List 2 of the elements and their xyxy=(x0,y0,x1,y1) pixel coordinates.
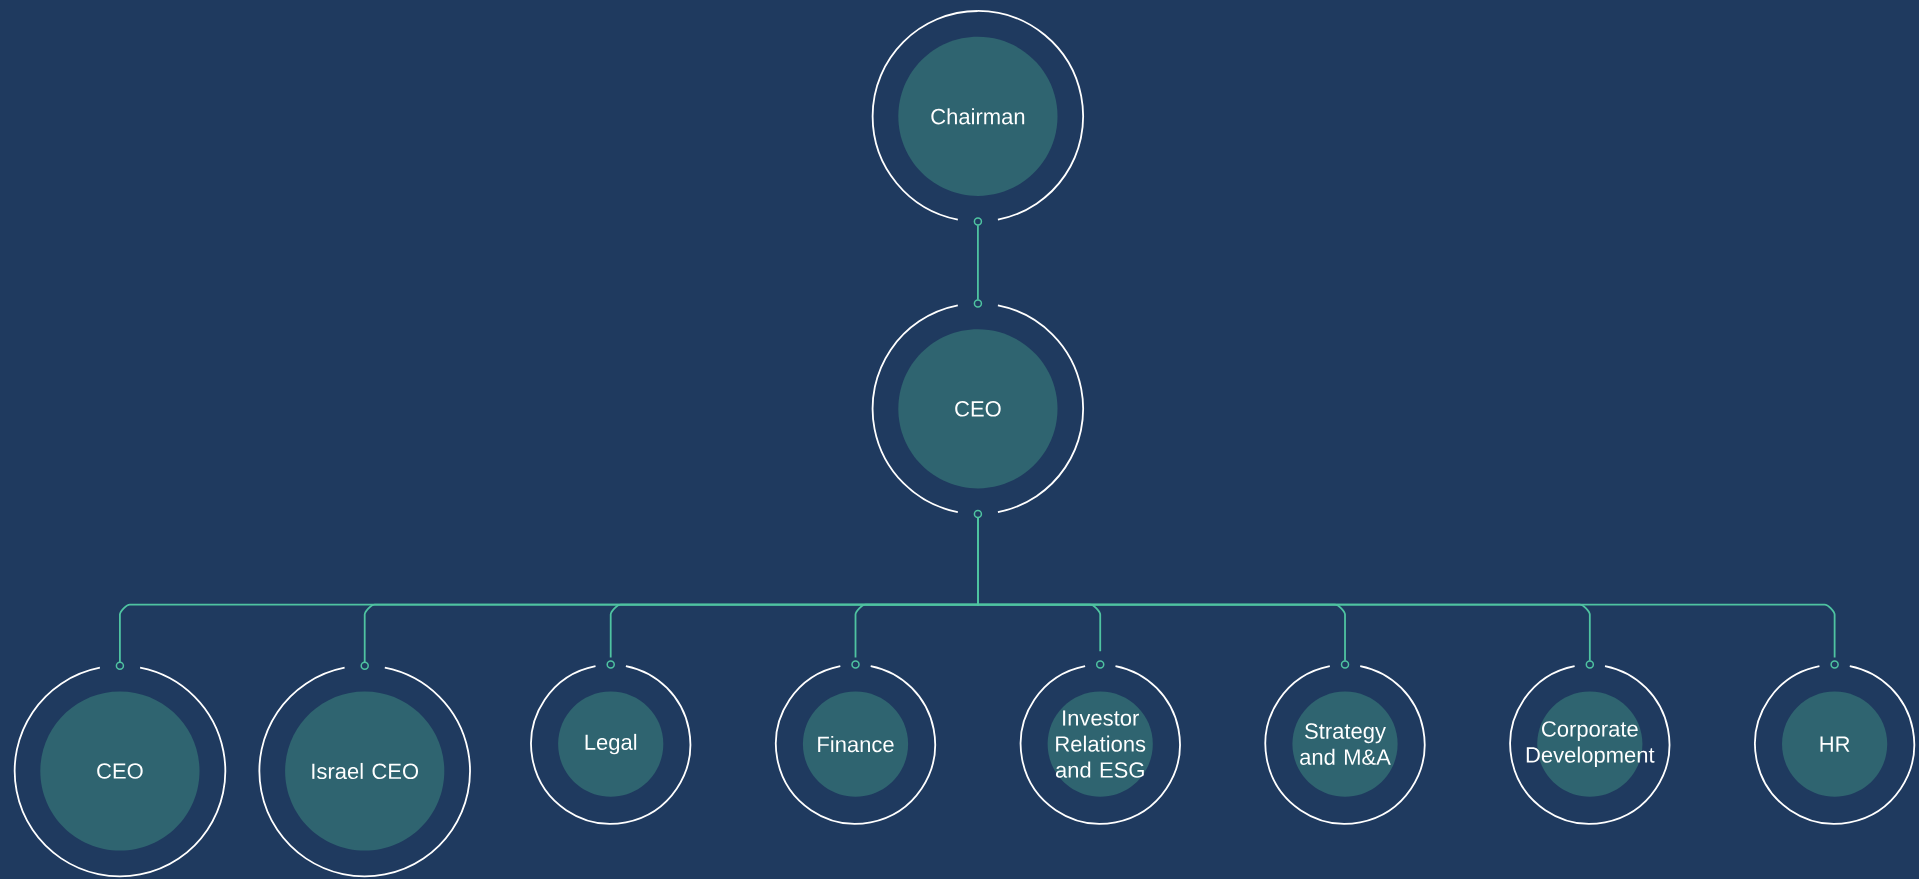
connector-line xyxy=(977,224,979,301)
connector-line xyxy=(977,516,1836,659)
